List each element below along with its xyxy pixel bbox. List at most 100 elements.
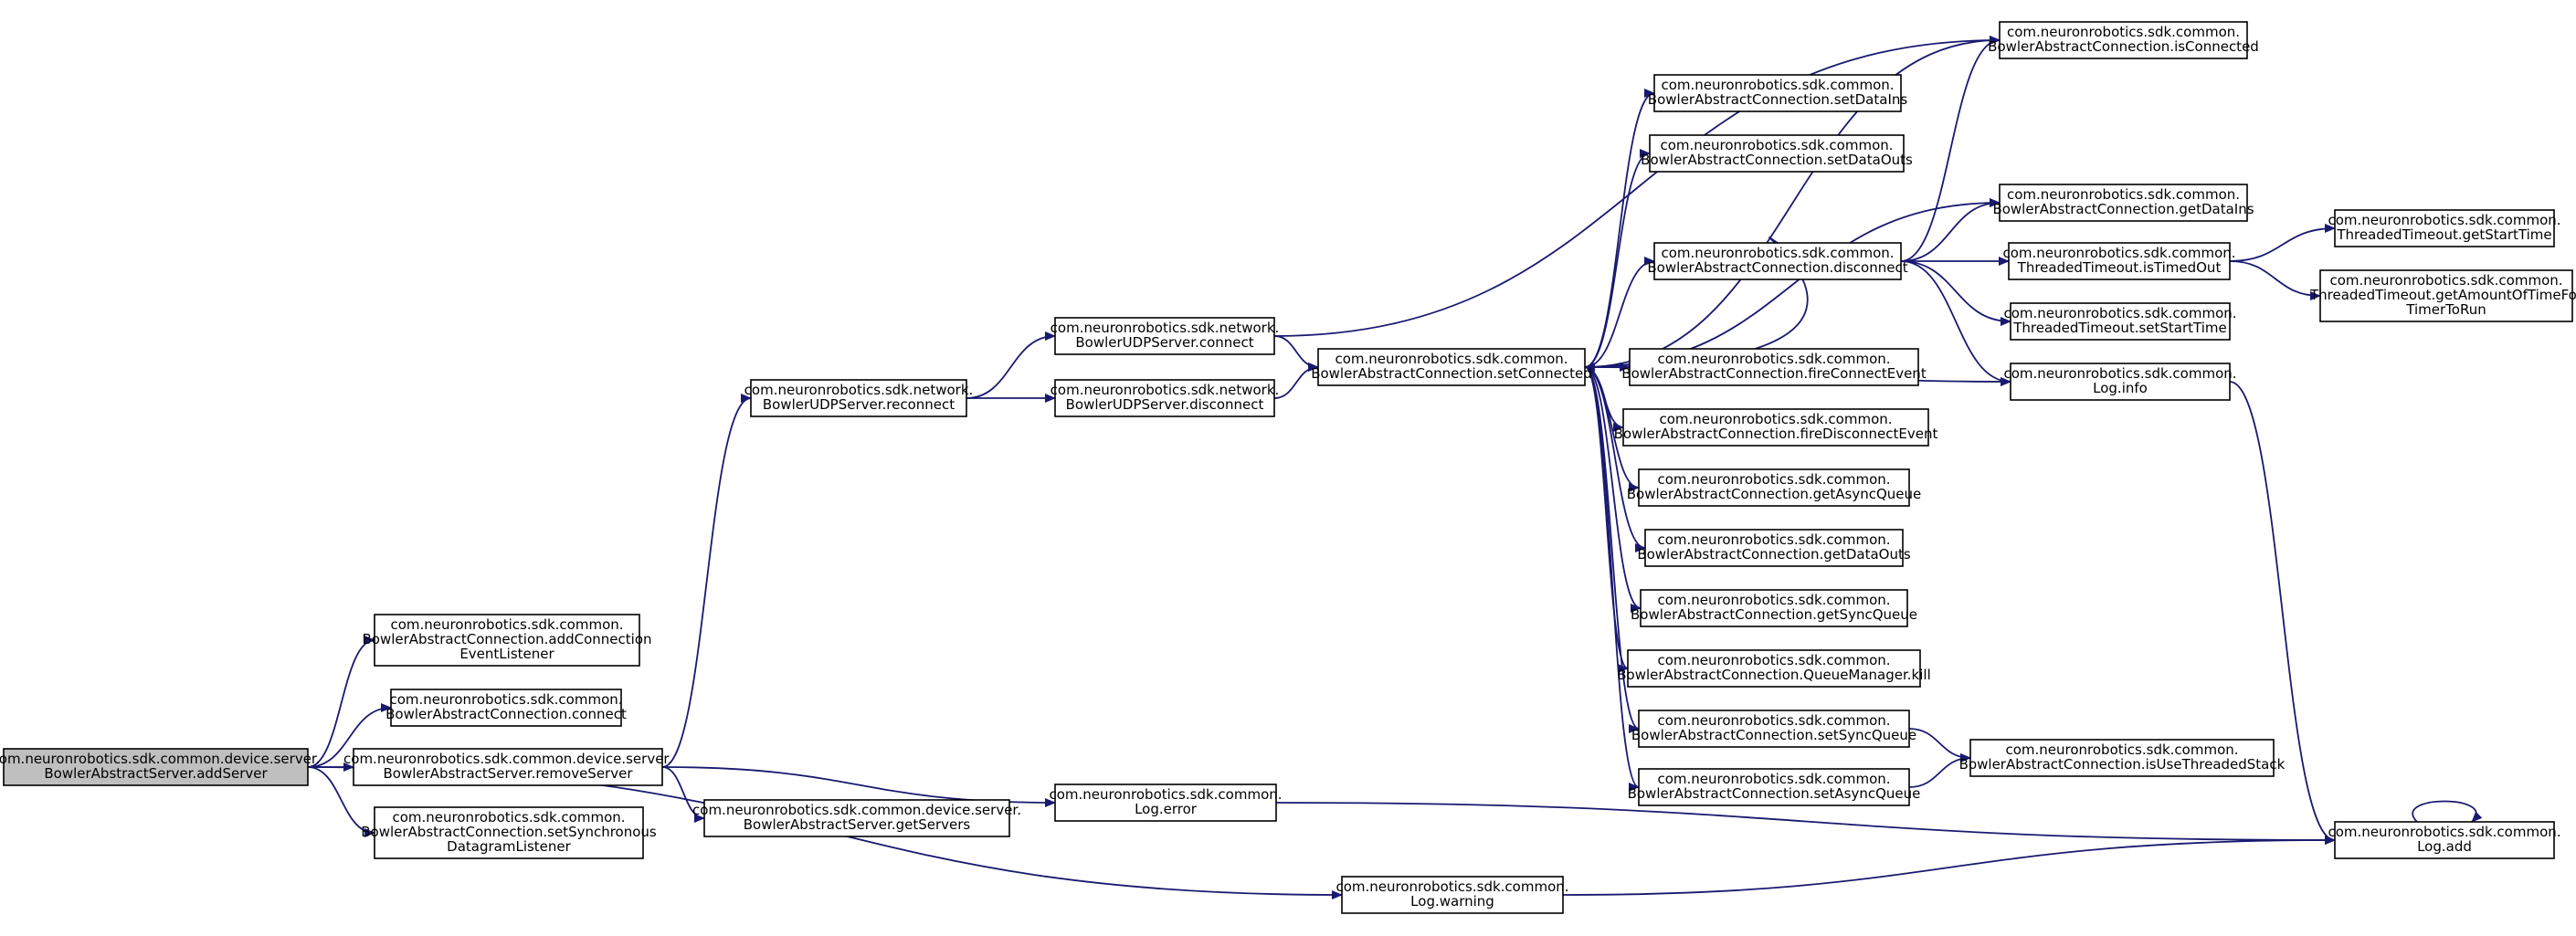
node-label-line: ThreadedTimeout.getAmountOfTimeFor [2309,287,2576,303]
node-add-server[interactable]: com.neuronrobotics.sdk.common.device.ser… [0,748,320,786]
edge-udp-connect-to-is-connected [1273,36,2001,337]
node-set-data-outs[interactable]: com.neuronrobotics.sdk.common.BowlerAbst… [1641,134,1913,173]
node-label-line: com.neuronrobotics.sdk.common. [1657,652,1890,668]
edge-path [307,703,392,768]
edge-log-add-to-log-add [2412,800,2483,823]
node-add-connection-event-listener[interactable]: com.neuronrobotics.sdk.common.BowlerAbst… [362,614,652,667]
node-box [1627,649,1921,688]
edge-path [307,766,375,837]
edge-path [966,331,1056,399]
node-set-connected[interactable]: com.neuronrobotics.sdk.common.BowlerAbst… [1311,348,1592,386]
edge-path [661,766,1056,807]
node-label-line: Log.info [2093,380,2148,396]
edge-set-connected-to-get-data-outs [1584,366,1646,552]
edge-is-timed-out-to-get-amount-of-time [2229,260,2321,300]
node-get-data-outs[interactable]: com.neuronrobotics.sdk.common.BowlerAbst… [1637,529,1911,567]
node-label-line: com.neuronrobotics.sdk.common. [1335,351,1568,367]
node-box [2319,269,2573,322]
node-box [374,614,640,667]
node-label-line: BowlerAbstractConnection.disconnect [1647,259,1907,276]
node-disconnect[interactable]: com.neuronrobotics.sdk.common.BowlerAbst… [1647,242,1908,280]
node-label-line: BowlerAbstractConnection.getDataIns [1992,201,2254,217]
edge-udp-connect-to-set-connected [1273,335,1319,372]
node-is-timed-out[interactable]: com.neuronrobotics.sdk.common.ThreadedTi… [2002,242,2236,280]
node-get-servers[interactable]: com.neuronrobotics.sdk.common.device.ser… [692,799,1021,837]
edge-log-error-to-log-add [1275,802,2336,845]
node-fire-connect-event[interactable]: com.neuronrobotics.sdk.common.BowlerAbst… [1621,348,1927,386]
node-set-sync-queue[interactable]: com.neuronrobotics.sdk.common.BowlerAbst… [1631,710,1916,748]
node-is-use-threaded-stack[interactable]: com.neuronrobotics.sdk.common.BowlerAbst… [1959,739,2286,777]
edge-log-info-to-log-add [2229,381,2336,845]
node-label-line: ThreadedTimeout.getStartTime [2336,226,2551,243]
edge-path [1273,363,1319,399]
edge-path [1908,728,1971,762]
node-remove-server[interactable]: com.neuronrobotics.sdk.common.device.ser… [343,748,672,786]
node-label-line: com.neuronrobotics.sdk.common. [2003,305,2236,321]
node-get-sync-queue[interactable]: com.neuronrobotics.sdk.common.BowlerAbst… [1631,589,1917,627]
node-box [1629,348,1919,386]
edge-path [1900,260,2011,326]
edge-path [1275,802,2336,845]
edge-path [1584,257,1655,368]
edges-layer [307,36,2483,899]
node-log-error[interactable]: com.neuronrobotics.sdk.common.Log.error [1049,784,1283,822]
node-box [1653,242,1902,280]
node-label-line: com.neuronrobotics.sdk.common. [1657,531,1890,548]
node-set-sync-datagram-listener[interactable]: com.neuronrobotics.sdk.common.BowlerAbst… [361,806,657,859]
node-label-line: BowlerAbstractConnection.isConnected [1988,38,2259,55]
edge-is-timed-out-to-get-start-time [2229,224,2336,262]
edge-remove-server-to-get-servers [661,766,705,823]
node-label-line: com.neuronrobotics.sdk.common. [2005,741,2238,758]
edge-remove-server-to-udp-reconnect [661,394,752,768]
node-label-line: DatagramListener [447,838,571,855]
edge-path [1584,89,1655,368]
node-get-data-ins[interactable]: com.neuronrobotics.sdk.common.BowlerAbst… [1992,184,2254,222]
node-get-async-queue[interactable]: com.neuronrobotics.sdk.common.BowlerAbst… [1627,468,1922,507]
node-udp-disconnect[interactable]: com.neuronrobotics.sdk.network.BowlerUDP… [1050,379,1280,417]
edge-set-async-queue-to-is-use-threaded-stack [1908,753,1971,788]
node-log-info[interactable]: com.neuronrobotics.sdk.common.Log.info [2003,363,2237,401]
node-label-line: Log.error [1135,801,1198,817]
node-get-amount-of-time[interactable]: com.neuronrobotics.sdk.common.ThreadedTi… [2309,269,2576,322]
node-box [1640,589,1908,627]
node-udp-reconnect[interactable]: com.neuronrobotics.sdk.network.BowlerUDP… [744,379,974,417]
node-set-start-time[interactable]: com.neuronrobotics.sdk.common.ThreadedTi… [2003,302,2237,341]
node-label-line: com.neuronrobotics.sdk.network. [744,382,974,398]
node-connect[interactable]: com.neuronrobotics.sdk.common.BowlerAbst… [385,689,627,727]
edge-path [2229,381,2336,845]
node-udp-connect[interactable]: com.neuronrobotics.sdk.network.BowlerUDP… [1050,317,1280,355]
node-set-data-ins[interactable]: com.neuronrobotics.sdk.common.BowlerAbst… [1648,74,1908,112]
node-label-line: com.neuronrobotics.sdk.common. [2007,24,2240,40]
node-box [1317,348,1586,386]
edge-add-server-to-set-sync-datagram-listener [307,766,375,837]
node-queue-manager-kill[interactable]: com.neuronrobotics.sdk.common.BowlerAbst… [1617,649,1931,688]
node-label-line: EventListener [459,646,554,662]
edge-path [1900,198,2001,262]
node-box [1638,468,1910,507]
edge-path [661,766,705,823]
node-set-async-queue[interactable]: com.neuronrobotics.sdk.common.BowlerAbst… [1628,768,1921,806]
edge-add-server-to-add-connection-event-listener [307,636,375,768]
node-label-line: BowlerAbstractConnection.addConnection [362,631,651,647]
edge-path [2229,224,2336,262]
node-label-line: BowlerAbstractConnection.connect [385,706,627,722]
node-get-start-time[interactable]: com.neuronrobotics.sdk.common.ThreadedTi… [2328,209,2561,247]
node-box [2334,821,2555,859]
node-label-line: BowlerAbstractServer.getServers [744,816,971,833]
node-label-line: com.neuronrobotics.sdk.common. [2328,212,2560,228]
node-box [1054,317,1275,355]
node-label-line: com.neuronrobotics.sdk.common. [1659,411,1892,427]
node-box [1638,710,1910,748]
node-log-add[interactable]: com.neuronrobotics.sdk.common.Log.add [2328,821,2561,859]
node-log-warning[interactable]: com.neuronrobotics.sdk.common.Log.warnin… [1336,876,1569,914]
node-is-connected[interactable]: com.neuronrobotics.sdk.common.BowlerAbst… [1988,21,2259,59]
node-label-line: Log.warning [1410,893,1494,910]
edge-set-connected-to-set-data-outs [1584,149,1651,368]
edge-set-sync-queue-to-is-use-threaded-stack [1908,728,1971,762]
node-label-line: com.neuronrobotics.sdk.common. [1657,351,1890,367]
edge-disconnect-to-get-data-ins [1900,198,2001,262]
node-label-line: com.neuronrobotics.sdk.common. [1657,771,1890,787]
nodes-layer: com.neuronrobotics.sdk.common.device.ser… [0,21,2576,914]
node-fire-disconnect-event[interactable]: com.neuronrobotics.sdk.common.BowlerAbst… [1614,408,1938,447]
